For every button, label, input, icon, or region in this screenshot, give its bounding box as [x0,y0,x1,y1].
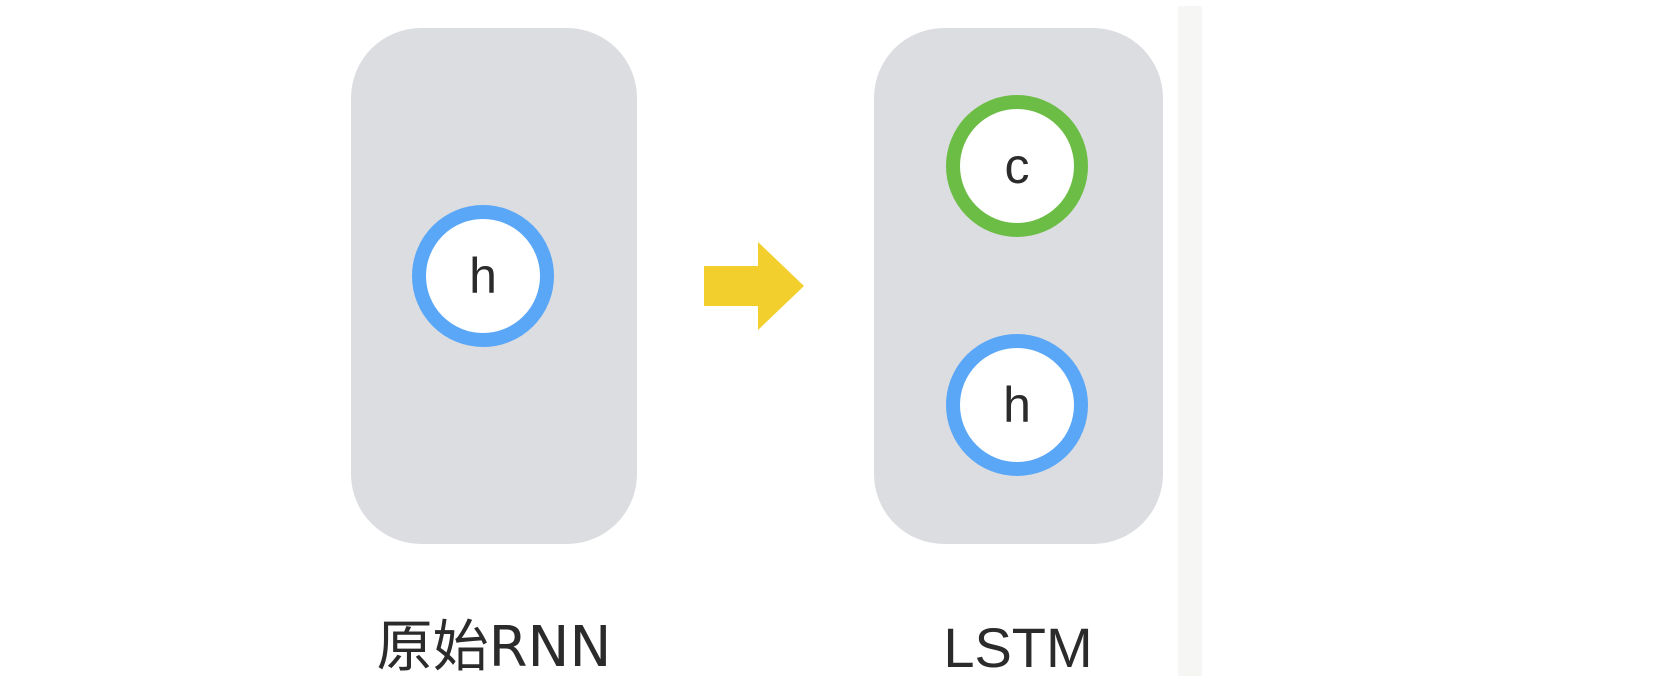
lstm-cell-state-label: c [1004,138,1030,194]
background-strip [1178,6,1202,676]
lstm-hidden-state-node: h [946,334,1088,476]
lstm-caption: LSTM [943,616,1093,679]
rnn-caption: 原始RNN [376,615,612,680]
right-arrow-icon [704,242,804,330]
lstm-hidden-state-label: h [1003,377,1031,433]
lstm-cell-state-node: c [946,95,1088,237]
rnn-hidden-state-node: h [412,205,554,347]
rnn-hidden-state-label: h [469,248,497,304]
